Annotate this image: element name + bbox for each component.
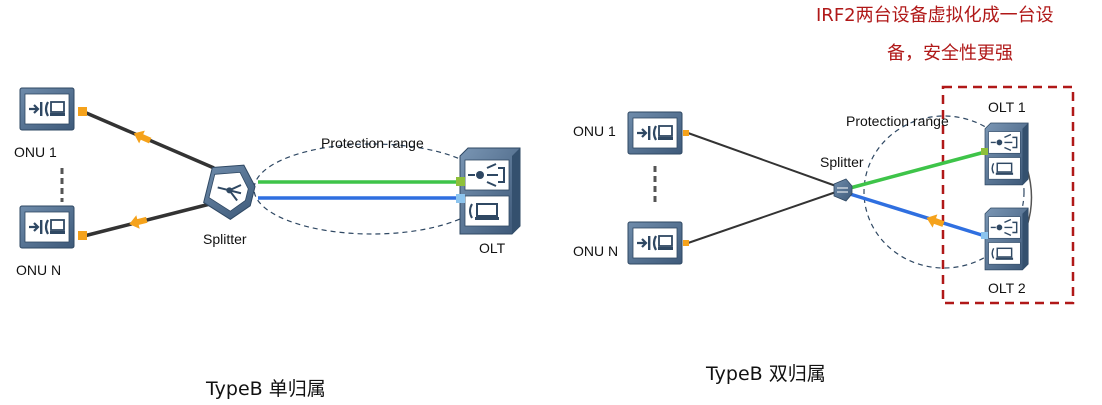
left-protection-label: Protection range [321,135,424,151]
onu-port [78,107,87,116]
right-diagram: IRF2两台设备虚拟化成一台设 备，安全性更强 ONU 1 ONU N Spli… [573,5,1075,385]
olt-group-box [941,85,1075,305]
right-onu1-label: ONU 1 [573,123,616,139]
onu-icon [18,204,76,250]
left-diagram: ONU 1 ONU N Splitter Protection range OL… [14,86,521,400]
olt-port-green [456,177,465,186]
arrow-icon [924,211,946,231]
right-olt1-label: OLT 1 [988,99,1026,115]
left-caption: TypeB 单归属 [205,378,326,400]
olt-icon [459,147,521,235]
olt-port-blue [981,232,988,239]
onu-icon [18,86,76,132]
olt-icon [984,207,1029,271]
right-protection-label: Protection range [846,113,949,129]
right-fiber-green [849,150,986,190]
irf2-note-line1: IRF2两台设备虚拟化成一台设 [816,5,1054,26]
left-olt-label: OLT [479,240,506,256]
right-onun-label: ONU N [573,243,618,259]
arrow-icon [130,126,154,148]
olt-port-green [981,148,988,155]
right-fiber-blue [849,192,986,238]
arrow-icon [127,213,149,231]
right-fiber-onu1 [687,132,837,187]
onu-icon [626,110,684,156]
right-olt2-label: OLT 2 [988,280,1026,296]
right-protection-range-ellipse [863,115,1025,269]
splitter-icon [833,178,853,202]
left-protection-range-ellipse [253,143,491,235]
left-onun-label: ONU N [16,262,61,278]
left-onu1-label: ONU 1 [14,144,57,160]
onu-port [683,240,689,246]
right-fiber-onun [687,191,837,244]
right-caption: TypeB 双归属 [705,363,826,385]
left-splitter-label: Splitter [203,231,247,247]
right-splitter-label: Splitter [820,154,864,170]
olt-port-blue [456,194,465,203]
onu-port [683,130,689,136]
onu-port [78,231,87,240]
olt-icon [984,122,1029,186]
irf2-note-line2: 备，安全性更强 [887,43,1013,64]
onu-icon [626,220,684,266]
left-fiber-onun [83,201,215,238]
